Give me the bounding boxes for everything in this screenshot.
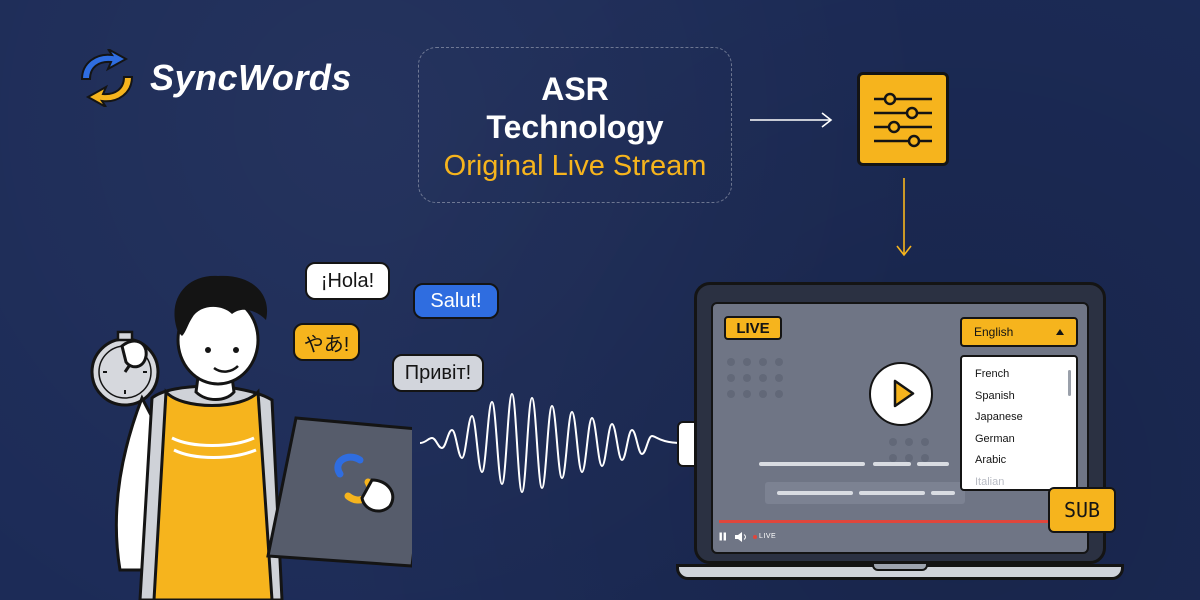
language-dropdown: French Spanish Japanese German Arabic It… [960, 355, 1078, 491]
live-dot-icon [753, 535, 757, 539]
settings-sliders-icon [874, 92, 932, 148]
arrow-right-icon [750, 112, 833, 128]
screen-pattern [727, 358, 965, 504]
language-option[interactable]: French [975, 368, 1010, 380]
caret-up-icon [1056, 329, 1064, 335]
dropdown-scrollbar[interactable] [1068, 370, 1071, 396]
language-option[interactable]: Spanish [975, 389, 1015, 402]
live-badge: LIVE [724, 316, 782, 340]
sub-tag: SUB [1048, 487, 1116, 533]
bubble-hola: ¡Hola! [305, 262, 390, 300]
laptop-notch [872, 564, 928, 571]
asr-subtitle: Original Live Stream [443, 150, 707, 182]
selected-language: English [974, 325, 1014, 339]
pause-icon[interactable] [719, 532, 727, 541]
progress-bar[interactable] [719, 520, 1079, 523]
bubble-privit: Привіт! [392, 354, 484, 392]
control-live-text: LIVE [759, 533, 777, 540]
volume-icon[interactable] [735, 532, 747, 542]
settings-tile [857, 72, 949, 166]
asr-technology-box: ASR Technology Original Live Stream [418, 47, 732, 203]
arrow-down-icon [896, 178, 912, 257]
person-illustration [90, 275, 412, 600]
bubble-salut: Salut! [413, 283, 499, 319]
language-option[interactable]: Italian [975, 475, 1005, 488]
language-select[interactable]: English [960, 317, 1078, 347]
play-icon [893, 379, 915, 408]
play-button[interactable] [869, 362, 933, 426]
syncwords-logo: SyncWords [74, 48, 374, 108]
sound-wave [420, 392, 682, 494]
language-option[interactable]: Arabic [975, 454, 1007, 467]
asr-title-line1: ASR [541, 71, 609, 107]
brand-name: SyncWords [150, 57, 352, 98]
bubble-yaa: やあ! [293, 323, 360, 361]
language-option[interactable]: German [975, 432, 1015, 445]
syncwords-logo-icon [80, 49, 134, 107]
asr-title-line2: Technology [486, 109, 664, 145]
language-option[interactable]: Japanese [975, 411, 1023, 424]
